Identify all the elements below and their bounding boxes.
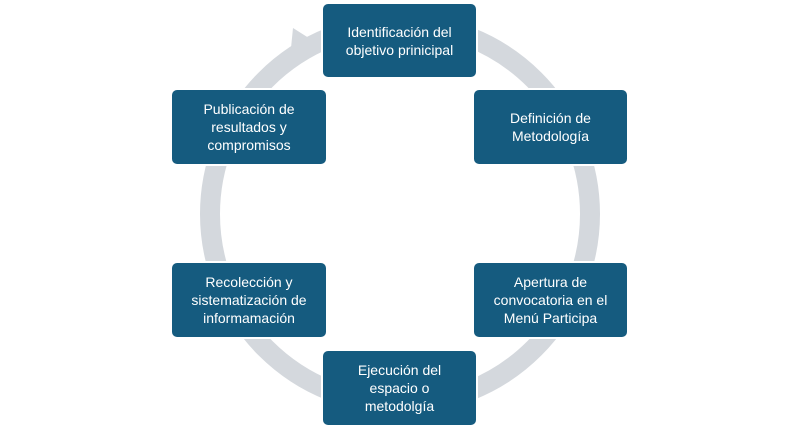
step-identificacion: Identificación del objetivo prinicipal — [321, 2, 478, 79]
step-label: Identificación del objetivo prinicipal — [345, 23, 454, 58]
step-label: Publicación de resultados y compromisos — [203, 101, 295, 153]
step-publicacion: Publicación de resultados y compromisos — [170, 88, 328, 166]
step-label: Recolección y sistematización de informa… — [191, 274, 307, 326]
step-label: Apertura de convocatoria en el Menú Part… — [493, 274, 608, 326]
step-label: Ejecución del espacio o metodolgía — [357, 362, 442, 414]
cycle-ring-track — [200, 14, 600, 414]
step-label: Definición de Metodología — [510, 110, 591, 144]
step-definicion-metodologia: Definición de Metodología — [472, 88, 629, 166]
step-ejecucion: Ejecución del espacio o metodolgía — [321, 349, 478, 427]
step-apertura-convocatoria: Apertura de convocatoria en el Menú Part… — [472, 261, 629, 339]
cycle-arrow-head — [290, 28, 312, 58]
step-recoleccion: Recolección y sistematización de informa… — [170, 261, 328, 339]
